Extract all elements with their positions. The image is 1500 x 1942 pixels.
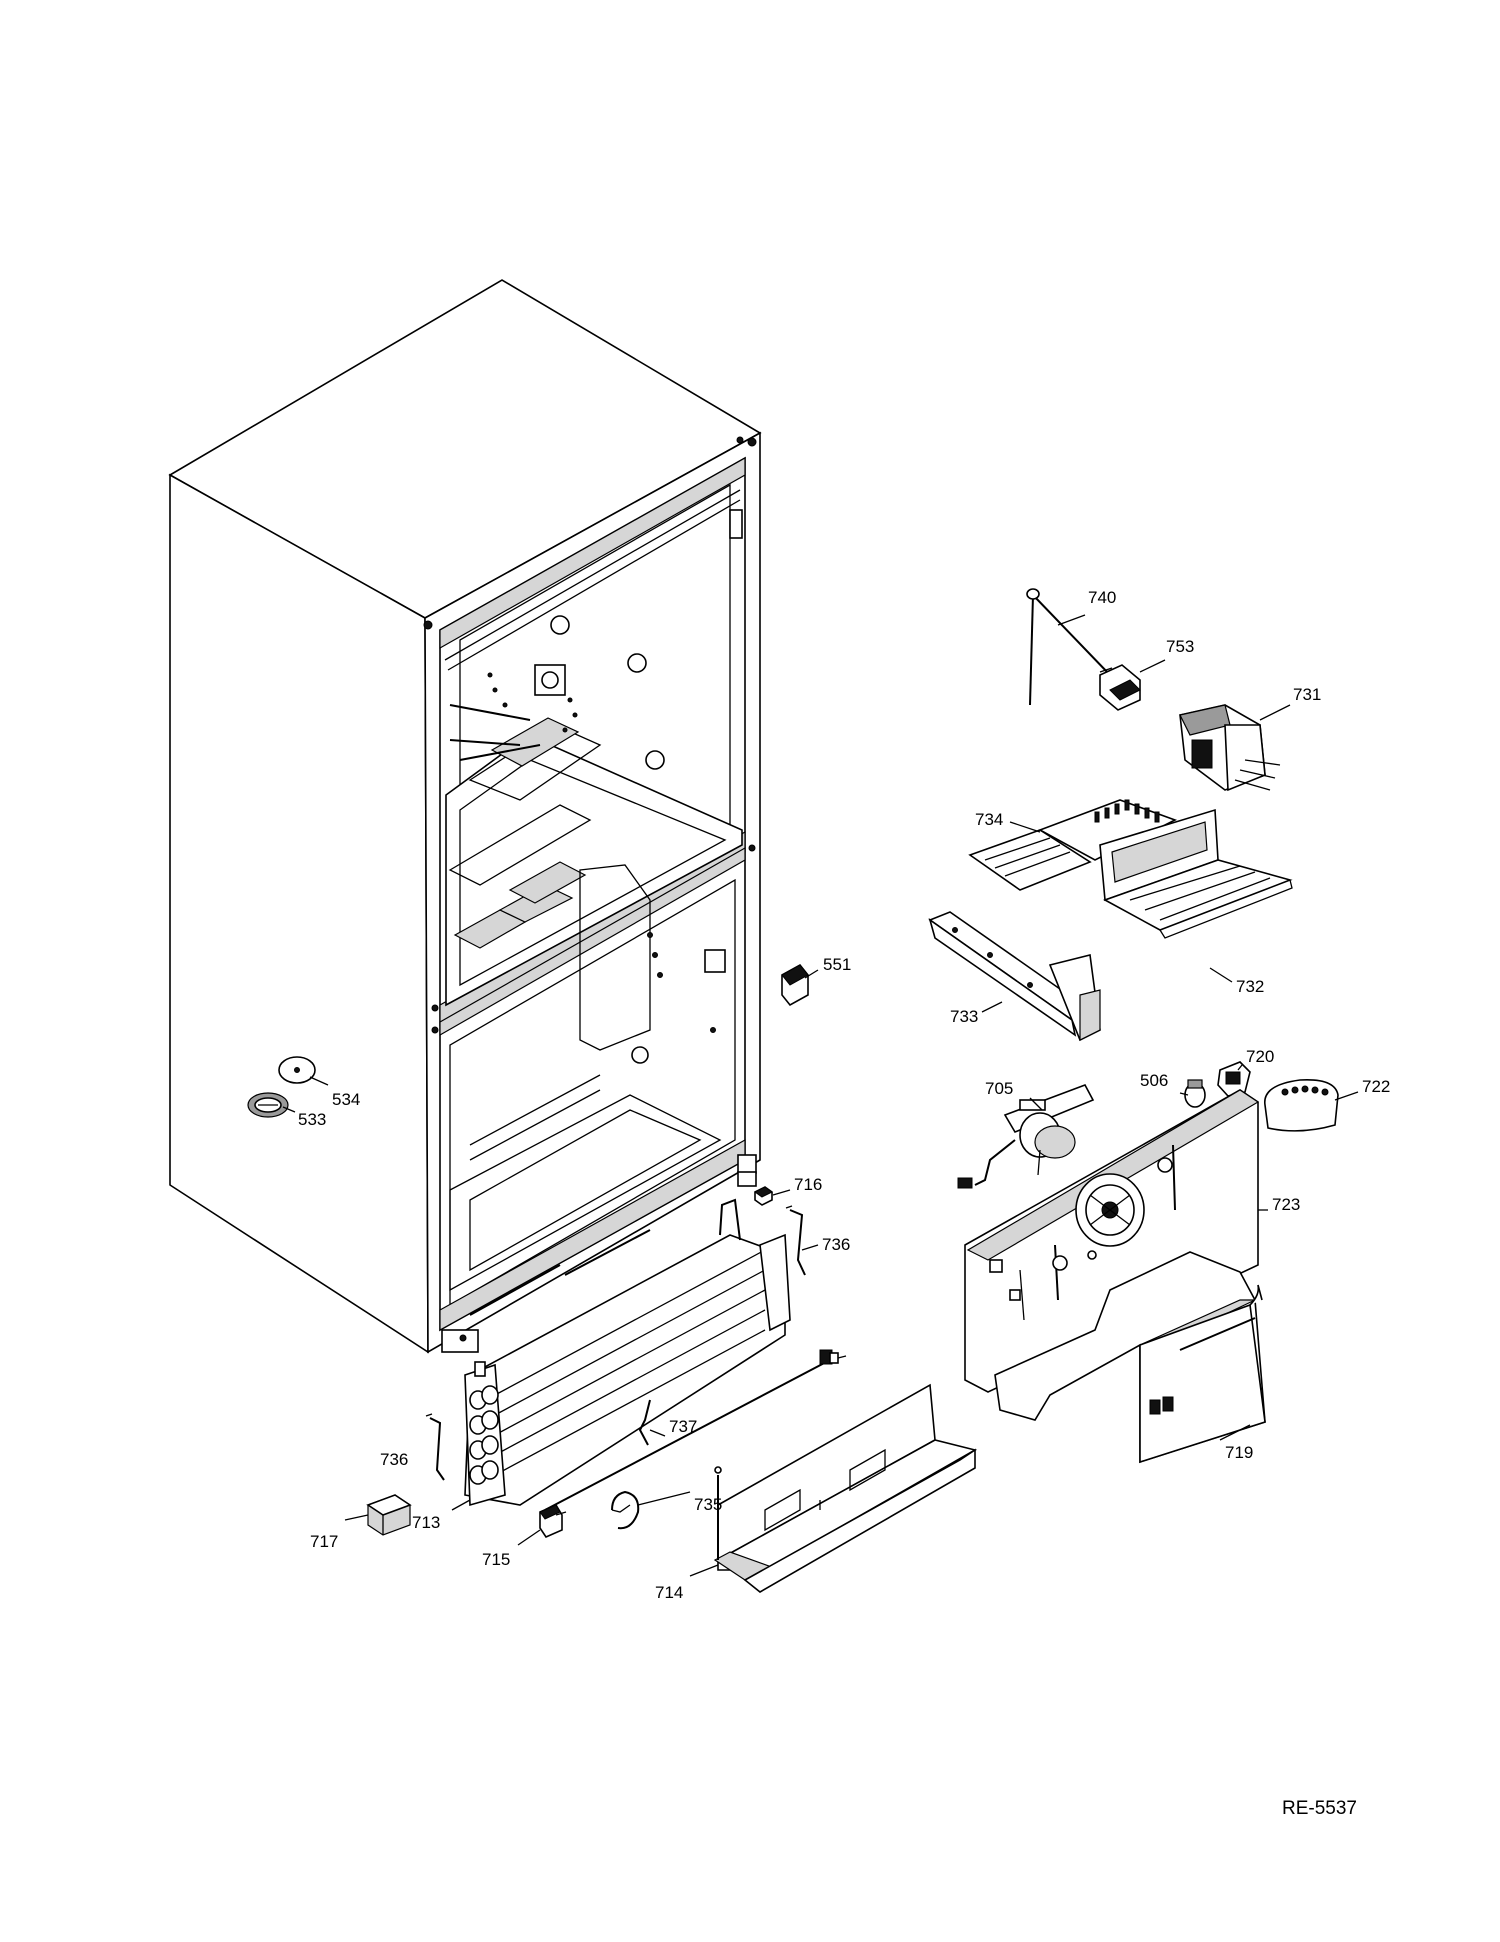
callout-722: 722	[1362, 1077, 1390, 1096]
part-736-clip-upper[interactable]	[785, 1205, 806, 1276]
part-734-grille[interactable]	[968, 799, 1178, 891]
callout-716: 716	[794, 1175, 822, 1194]
callout-713: 713	[412, 1513, 440, 1532]
callout-551: 551	[823, 955, 851, 974]
callout-736-upper: 736	[822, 1235, 850, 1254]
refrigerator-cabinet	[168, 279, 762, 1354]
callout-740: 740	[1088, 588, 1116, 607]
callout-734: 734	[975, 810, 1003, 829]
part-533-grille[interactable]	[247, 1092, 289, 1118]
part-737-defrost-heater[interactable]	[544, 1349, 847, 1511]
part-740-thermistor[interactable]	[1026, 588, 1113, 706]
part-717-block[interactable]	[366, 1494, 412, 1536]
callout-720: 720	[1246, 1047, 1274, 1066]
document-code: RE-5537	[1282, 1798, 1357, 1819]
callout-717: 717	[310, 1532, 338, 1551]
callout-labels: 740 753 731 734 732 733 551 534 533 720 …	[298, 588, 1390, 1602]
callout-736-lower: 736	[380, 1450, 408, 1469]
callout-732: 732	[1236, 977, 1264, 996]
part-714-defrost-pan[interactable]	[713, 1383, 978, 1593]
callout-714: 714	[655, 1583, 683, 1602]
callout-737: 737	[669, 1417, 697, 1436]
part-732-vent-tray[interactable]	[1099, 808, 1293, 939]
callout-506: 506	[1140, 1071, 1168, 1090]
part-736-clip-lower[interactable]	[425, 1413, 445, 1481]
part-715-connector[interactable]	[539, 1503, 567, 1539]
part-719-drain-cover[interactable]	[994, 1251, 1266, 1464]
part-551-switch[interactable]	[781, 963, 809, 1007]
callout-534: 534	[332, 1090, 360, 1109]
part-753-damper-cover[interactable]	[1099, 664, 1141, 711]
callout-753: 753	[1166, 637, 1194, 656]
part-735-clip[interactable]	[611, 1490, 640, 1530]
leader-lines	[282, 614, 1359, 1577]
callout-719: 719	[1225, 1443, 1253, 1462]
part-733-rail[interactable]	[928, 911, 1101, 1042]
part-705-fan-motor[interactable]	[957, 1084, 1095, 1189]
part-722-light-cover[interactable]	[1264, 1078, 1339, 1132]
part-534-plate[interactable]	[278, 1056, 316, 1084]
part-506-bulb[interactable]	[1184, 1079, 1206, 1108]
callout-731: 731	[1293, 685, 1321, 704]
callout-735: 735	[694, 1495, 722, 1514]
callout-723: 723	[1272, 1195, 1300, 1214]
part-723-evaporator-cover[interactable]	[964, 1089, 1260, 1393]
part-731-damper-control[interactable]	[1179, 704, 1281, 792]
part-720-socket[interactable]	[1217, 1061, 1251, 1097]
part-713-evaporator[interactable]	[464, 1198, 791, 1507]
callout-705: 705	[985, 1079, 1013, 1098]
callout-533: 533	[298, 1110, 326, 1129]
callout-733: 733	[950, 1007, 978, 1026]
part-716-clip[interactable]	[754, 1186, 773, 1206]
callout-715: 715	[482, 1550, 510, 1569]
